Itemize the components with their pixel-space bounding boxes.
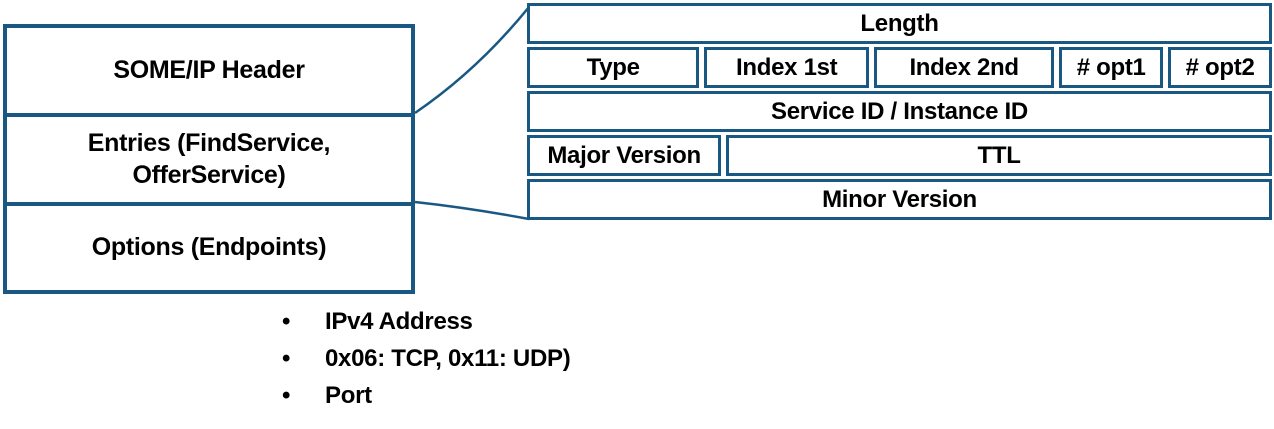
field-minor-version: Minor Version — [527, 179, 1272, 220]
stack-box-someip-header: SOME/IP Header — [3, 24, 415, 117]
table-row-version-ttl: Major Version TTL — [527, 135, 1272, 176]
bullet-item-protocol: 0x06: TCP, 0x11: UDP) — [325, 344, 571, 372]
field-length: Length — [527, 3, 1272, 44]
field-ttl: TTL — [726, 135, 1272, 176]
list-item: • Port — [282, 377, 570, 414]
bullet-item-port: Port — [325, 381, 372, 409]
stack-box-entries: Entries (FindService, OfferService) — [3, 113, 415, 206]
table-row-length: Length — [527, 3, 1272, 44]
list-item: • IPv4 Address — [282, 303, 570, 340]
field-num-opt1: # opt1 — [1059, 47, 1164, 88]
bullet-icon: • — [282, 307, 291, 335]
callout-connector-top — [414, 6, 530, 115]
field-type: Type — [527, 47, 700, 88]
stack-box-label: SOME/IP Header — [113, 55, 305, 84]
table-row-service-instance: Service ID / Instance ID — [527, 91, 1272, 132]
field-index-1st: Index 1st — [704, 47, 869, 88]
field-num-opt2: # opt2 — [1168, 47, 1272, 88]
table-row-minor-version: Minor Version — [527, 179, 1272, 220]
stack-box-label: Options (Endpoints) — [91, 233, 327, 262]
bullet-icon: • — [282, 381, 291, 409]
entry-field-table: Length Type Index 1st Index 2nd # opt1 #… — [527, 3, 1272, 220]
callout-connector-bottom — [414, 200, 530, 221]
table-row-type-index: Type Index 1st Index 2nd # opt1 # opt2 — [527, 47, 1272, 88]
message-structure-stack: SOME/IP Header Entries (FindService, Off… — [3, 24, 415, 294]
options-bullet-list: • IPv4 Address • 0x06: TCP, 0x11: UDP) •… — [282, 303, 571, 414]
bullet-item-ipv4-address: IPv4 Address — [325, 307, 473, 335]
field-service-instance-id: Service ID / Instance ID — [527, 91, 1272, 132]
field-index-2nd: Index 2nd — [873, 47, 1055, 88]
list-item: • 0x06: TCP, 0x11: UDP) — [282, 340, 571, 377]
stack-box-label: Entries (FindService, OfferService) — [87, 129, 331, 189]
bullet-icon: • — [282, 344, 291, 372]
field-major-version: Major Version — [527, 135, 722, 176]
stack-box-options: Options (Endpoints) — [3, 202, 415, 294]
